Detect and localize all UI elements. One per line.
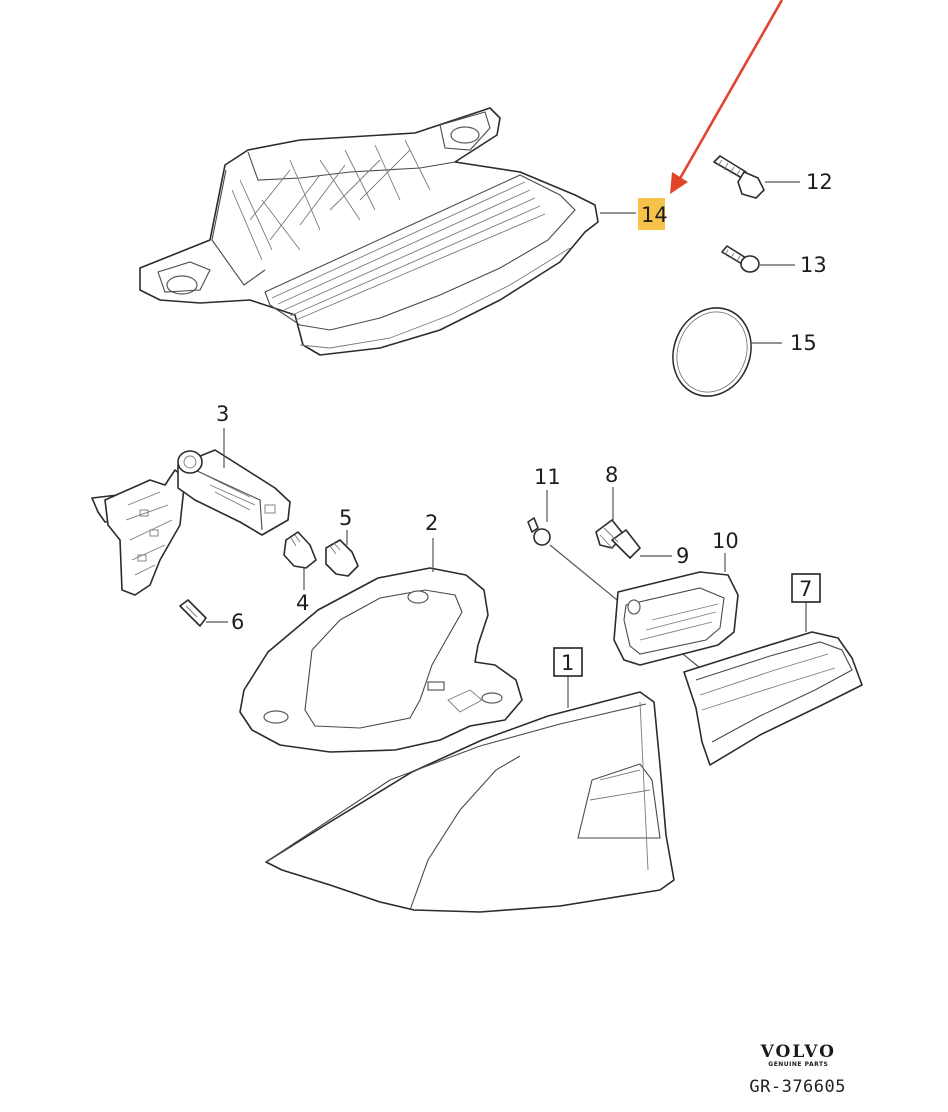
part-12-bolt: 12 <box>713 155 833 199</box>
callout-5: 5 <box>339 506 352 530</box>
part-5-bulb: 5 <box>325 506 359 577</box>
callout-7-box <box>791 573 821 603</box>
callout-8: 8 <box>605 463 618 487</box>
callout-2: 2 <box>425 511 438 535</box>
callout-1-box <box>553 647 583 677</box>
part-1-lamp: 1 <box>265 647 675 913</box>
callout-11: 11 <box>534 465 561 489</box>
part-2-gasket: 2 <box>239 511 523 753</box>
part-4-bulb: 4 <box>283 531 317 615</box>
diagram-id: GR-376605 <box>749 1077 846 1097</box>
volvo-logo: VOLVO GENUINE PARTS <box>761 1043 836 1069</box>
part-6-small-bulb: 6 <box>179 599 244 634</box>
callout-6: 6 <box>231 610 244 634</box>
callout-14: 14 <box>600 198 668 230</box>
part-8-socket: 8 9 <box>595 463 689 568</box>
part-7-trim: 7 <box>683 573 863 766</box>
callout-3: 3 <box>216 402 229 426</box>
callout-12: 12 <box>806 170 833 194</box>
part-3-bulb-holder: 3 <box>91 402 291 596</box>
callout-9: 9 <box>676 544 689 568</box>
callout-15: 15 <box>790 331 817 355</box>
part-13-screw: 13 <box>721 245 827 277</box>
red-pointer-arrow <box>670 0 784 194</box>
callout-4: 4 <box>296 591 309 615</box>
brand-subtitle: GENUINE PARTS <box>768 1061 829 1068</box>
part-15-seal: 15 <box>672 307 817 397</box>
part-10-frame: 10 <box>613 529 739 666</box>
callout-13: 13 <box>800 253 827 277</box>
callout-1: 1 <box>561 651 574 675</box>
brand-name: VOLVO <box>760 1042 836 1062</box>
callout-7: 7 <box>799 577 812 601</box>
callout-14-highlight <box>638 198 665 230</box>
callout-14-label: 14 <box>641 203 668 227</box>
part-14-housing <box>139 107 599 356</box>
callout-10: 10 <box>712 529 739 553</box>
